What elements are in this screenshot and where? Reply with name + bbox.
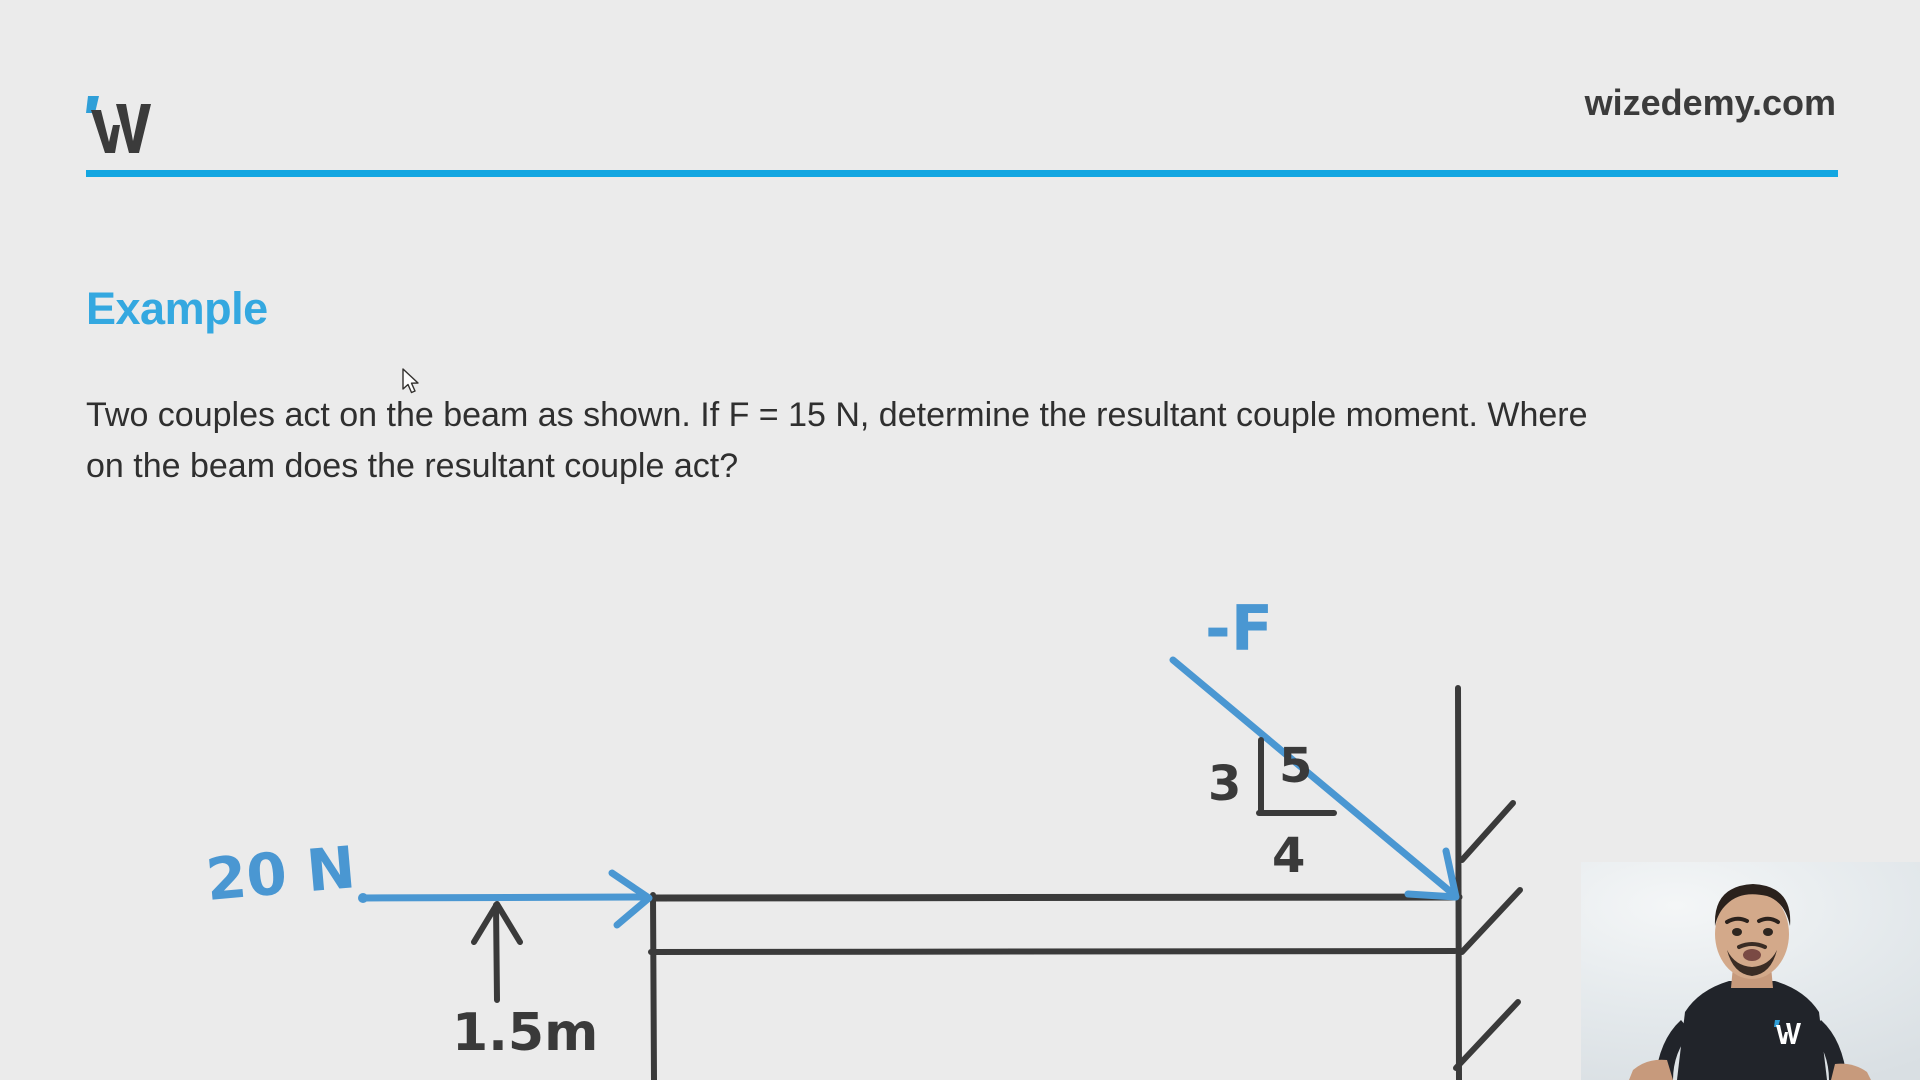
shirt-wizedemy-w-logo-icon	[1774, 1020, 1801, 1044]
question-paragraph: Two couples act on the beam as shown. If…	[86, 390, 1816, 492]
page-title: Example	[86, 283, 268, 334]
blue-force-arrow-negative-f	[1169, 656, 1460, 901]
label-triangle-vertical: 3	[1208, 756, 1241, 812]
slide-header: wizedemy.com	[0, 0, 1920, 195]
label-20n: 20 N	[203, 833, 358, 914]
presenter-video-overlay[interactable]	[1581, 862, 1920, 1080]
beam-diagram: .ink-b { stroke: #4a97d2; fill: none; st…	[0, 560, 1920, 1080]
wizedemy-w-logo-icon	[86, 92, 156, 154]
wall-support	[1453, 685, 1523, 1080]
dimension-arrow-1-5m	[471, 901, 523, 1003]
header-divider-rule	[86, 170, 1838, 177]
question-line-1: Two couples act on the beam as shown. If…	[86, 396, 1588, 434]
blue-force-arrow-20n	[358, 869, 653, 929]
label-triangle-hypotenuse: 5	[1279, 738, 1312, 794]
label-negative-f: -F	[1205, 592, 1273, 665]
presenter-figure	[1629, 884, 1871, 1080]
slope-triangle-3-4-5	[1256, 737, 1337, 816]
site-url-label: wizedemy.com	[1584, 82, 1836, 123]
question-line-2: on the beam does the resultant couple ac…	[86, 447, 739, 485]
label-distance-1-5m: 1.5m	[452, 1003, 598, 1063]
beam-outline	[647, 892, 1463, 1080]
label-triangle-horizontal: 4	[1272, 828, 1305, 884]
